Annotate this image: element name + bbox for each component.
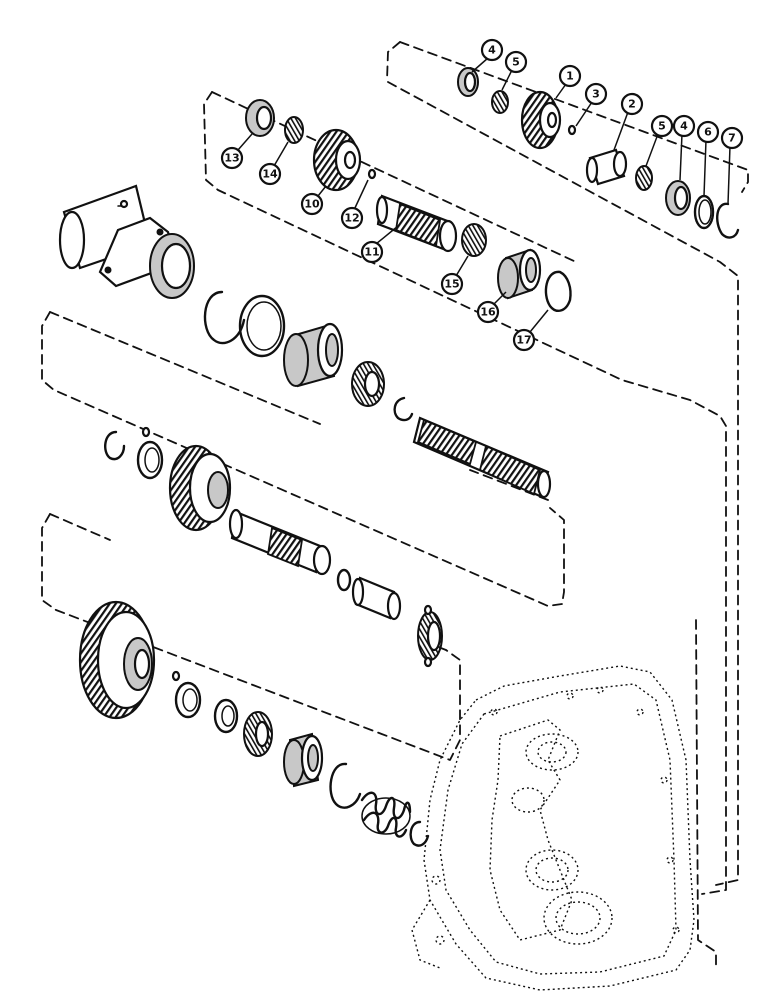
bearing-cone-5-top [491, 90, 509, 114]
callout-3: 3 [575, 82, 608, 127]
sleeve-a [351, 576, 402, 621]
key-a [141, 426, 151, 438]
callout-1: 1 [555, 64, 582, 99]
bearing-cup-large [283, 322, 344, 388]
bearing-cup-b [283, 732, 324, 788]
callout-7: 7 [720, 126, 744, 205]
svg-text:4: 4 [488, 44, 496, 57]
snap-ring-b [329, 762, 362, 809]
svg-text:6: 6 [704, 126, 712, 139]
group-outline-middle-top [203, 91, 727, 895]
snap-ring-large [203, 290, 246, 345]
gear-10 [312, 128, 362, 192]
svg-text:2: 2 [628, 98, 636, 111]
snap-ring-c [409, 820, 430, 847]
group-outline-shaft-a [41, 311, 565, 607]
shim-6 [693, 194, 715, 230]
svg-text:5: 5 [512, 56, 520, 69]
bearing-cup-4-right [665, 180, 691, 216]
washer-a [136, 440, 164, 480]
spacer-ring [238, 294, 286, 358]
o-ring-a [336, 568, 352, 592]
sleeve-housing [58, 184, 178, 288]
callout-13: 13 [220, 133, 253, 170]
svg-text:7: 7 [728, 132, 736, 145]
svg-text:10: 10 [304, 198, 320, 211]
svg-text:14: 14 [262, 168, 278, 181]
callout-17: 17 [512, 309, 549, 352]
bearing-cup-4-top [457, 67, 479, 97]
svg-text:17: 17 [516, 334, 531, 347]
bearing-cone-14 [284, 116, 304, 144]
pto-output-shaft [412, 416, 552, 499]
callout-15: 15 [440, 255, 469, 296]
svg-text:13: 13 [224, 152, 239, 165]
callout-6: 6 [696, 120, 720, 197]
callout-4-right: 4 [672, 114, 696, 181]
washer-b2 [213, 698, 239, 734]
callout-2: 2 [613, 92, 644, 151]
svg-text:15: 15 [444, 278, 459, 291]
group-outline-top-right [386, 41, 749, 886]
callout-11: 11 [360, 225, 399, 264]
key-b [171, 670, 181, 682]
bearing-cone-15 [461, 223, 487, 257]
needle-bearing-a [417, 604, 443, 668]
pinion-shaft-11 [375, 194, 458, 253]
key-12 [367, 168, 377, 180]
callout-4-top: 4 [471, 38, 504, 73]
group-outline-lower [695, 619, 717, 967]
callout-16: 16 [476, 291, 507, 324]
callout-12: 12 [340, 179, 369, 230]
callout-14: 14 [258, 141, 289, 186]
callout-10: 10 [300, 185, 327, 216]
svg-text:1: 1 [566, 70, 574, 83]
svg-text:5: 5 [658, 120, 666, 133]
washer-b [174, 681, 202, 719]
shaft-2 [585, 148, 628, 186]
bearing-cup-13 [245, 99, 275, 137]
callout-5-top: 5 [501, 50, 528, 91]
svg-text:11: 11 [364, 246, 379, 259]
spring [360, 791, 412, 838]
countershaft [228, 508, 332, 576]
gear-1 [520, 90, 562, 150]
callout-5-right: 5 [645, 114, 674, 167]
bearing-cone-b [243, 711, 273, 757]
gearbox-housing [411, 665, 695, 991]
gear-large-b [78, 600, 156, 720]
seal [149, 233, 195, 299]
snap-ring-small [393, 396, 414, 422]
snap-ring-7 [716, 202, 740, 239]
bearing-cup-16 [497, 248, 542, 300]
svg-text:3: 3 [592, 88, 600, 101]
gear-large-a [168, 444, 232, 532]
svg-text:16: 16 [480, 306, 496, 319]
bearing-cone-large [351, 361, 385, 407]
snap-ring-a [104, 430, 126, 461]
svg-text:12: 12 [344, 212, 359, 225]
bearing-cone-5-right [635, 165, 653, 191]
snap-ring-17 [544, 270, 572, 312]
key-3 [567, 124, 577, 136]
svg-text:4: 4 [680, 120, 688, 133]
